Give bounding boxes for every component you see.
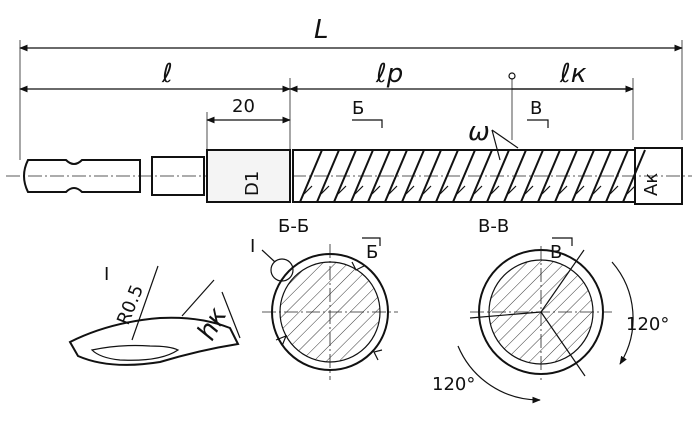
flute-shade — [422, 185, 432, 195]
flute-shade — [490, 185, 500, 195]
label-L: L — [314, 15, 329, 45]
dimension-labels: L ℓ ℓp ℓк 20 Б В ω — [161, 15, 587, 147]
label-D1: D1 — [242, 171, 263, 196]
section-b-title: Б-Б — [278, 216, 309, 237]
flute-shade — [575, 185, 585, 195]
flute-shade — [303, 185, 313, 195]
flute-shade — [524, 185, 534, 195]
flute-line — [554, 149, 578, 203]
detail-callout: I — [250, 236, 255, 257]
flute-shade — [439, 185, 449, 195]
flute-shade — [456, 185, 466, 195]
section-b-cut: Б — [366, 242, 378, 263]
label-lp: ℓp — [375, 59, 403, 89]
flute-shade — [609, 185, 619, 195]
flute-line — [350, 149, 374, 203]
flute-shade — [388, 185, 398, 195]
angle-label-2: 120° — [432, 374, 475, 395]
section-v-cut: В — [550, 242, 562, 263]
label-20: 20 — [232, 96, 255, 117]
section-v: В-В В 120° 120° — [432, 216, 669, 404]
flutes — [299, 149, 646, 203]
flute-line — [622, 149, 646, 203]
flute-shade — [320, 185, 330, 195]
flute-line — [571, 149, 595, 203]
label-l: ℓ — [161, 59, 173, 89]
angle-label-1: 120° — [626, 314, 669, 335]
flute-shade — [405, 185, 415, 195]
flute-line — [435, 149, 459, 203]
flute-line — [316, 149, 340, 203]
flute-line — [418, 149, 442, 203]
label-Ak: Aк — [641, 173, 662, 196]
detail-marker: I — [104, 264, 109, 285]
label-section-v-mark: В — [530, 98, 542, 119]
flute-shade — [473, 185, 483, 195]
label-section-b-mark: Б — [352, 98, 364, 119]
flute-shade — [541, 185, 551, 195]
section-v-title: В-В — [478, 216, 509, 237]
detail-radius: R0.5 — [113, 282, 148, 328]
detail-depth: hк — [192, 303, 234, 346]
detail-I: I R0.5 hк — [68, 264, 241, 366]
flute-line — [503, 149, 527, 203]
flute-shade — [507, 185, 517, 195]
flute-line — [588, 149, 612, 203]
flute-line — [452, 149, 476, 203]
label-lk: ℓк — [559, 59, 587, 89]
flute-line — [605, 149, 629, 203]
dimension-lines — [19, 40, 683, 161]
flute-line — [299, 149, 323, 203]
flute-line — [333, 149, 357, 203]
flute-line — [537, 149, 561, 203]
flute-shade — [592, 185, 602, 195]
flute-line — [367, 149, 391, 203]
flute-line — [520, 149, 544, 203]
flute-line — [486, 149, 510, 203]
flute-line — [469, 149, 493, 203]
label-omega: ω — [468, 117, 490, 147]
flute-shade — [626, 185, 636, 195]
flute-line — [401, 149, 425, 203]
section-b: Б-Б Б I — [250, 216, 398, 380]
flute-shade — [337, 185, 347, 195]
flute-line — [384, 149, 408, 203]
flute-shade — [354, 185, 364, 195]
tool-body — [6, 147, 692, 205]
flute-shade — [558, 185, 568, 195]
flute-shade — [371, 185, 381, 195]
body-labels: D1 Aк — [242, 171, 662, 196]
